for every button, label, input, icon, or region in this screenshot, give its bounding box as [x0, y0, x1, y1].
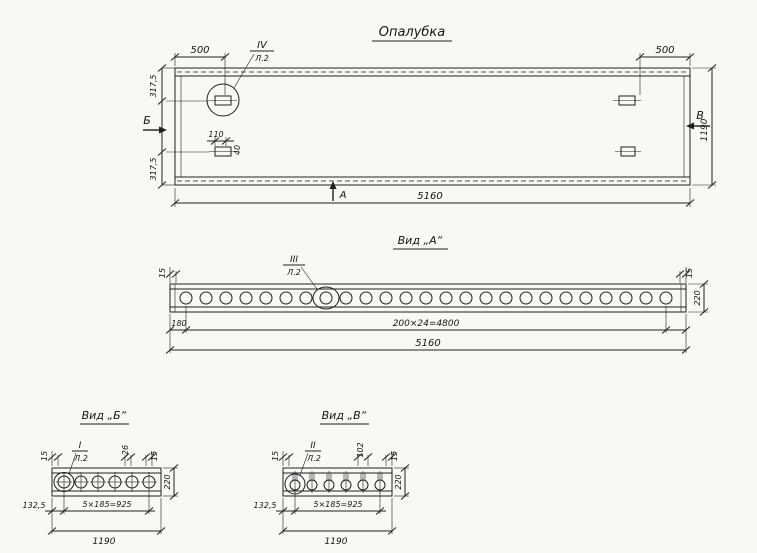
dim-500-right: 500	[635, 45, 695, 95]
detail-ii-label: II	[310, 441, 316, 451]
svg-text:5160: 5160	[417, 191, 442, 202]
dim-15-right-b: 15	[141, 451, 159, 466]
formwork-outline	[174, 67, 691, 186]
dim-15-right-v: 15	[381, 451, 399, 466]
detail-callout-iv: IV Л.2	[206, 40, 274, 117]
view-b-holes	[56, 472, 157, 492]
svg-text:500: 500	[190, 45, 209, 56]
dim-5160-a: 5160	[165, 333, 691, 354]
detail-iii-sheet: Л.2	[286, 268, 301, 277]
view-b-title: Вид „Б“	[82, 409, 127, 422]
dim-15-right-a: 15	[675, 267, 694, 283]
section-marker-v: В	[686, 109, 710, 130]
svg-text:220: 220	[163, 474, 172, 489]
dim-26-b: 26	[120, 445, 136, 466]
dim-row-spacing-v: 132,5 5×185=925	[254, 492, 386, 515]
view-v: Вид „В“ II Л.2	[254, 409, 410, 547]
dim-220-b: 220	[163, 464, 179, 500]
dim-102-v: 102	[353, 442, 373, 466]
dim-317-bottom: 317,5	[149, 158, 158, 181]
detail-ii-sheet: Л.2	[306, 454, 321, 463]
view-a-title: Вид „А“	[398, 234, 443, 247]
dim-40: 40	[233, 145, 242, 155]
dim-15-left-a: 15	[158, 267, 181, 283]
view-v-strip	[282, 467, 393, 497]
svg-text:15: 15	[685, 268, 694, 278]
formwork-title: Опалубка	[379, 25, 446, 40]
dim-1190-v: 1190	[278, 498, 397, 547]
dim-15-left-v: 15	[271, 451, 294, 466]
detail-i-label: I	[79, 441, 82, 451]
svg-text:1190: 1190	[93, 537, 116, 547]
svg-text:15: 15	[150, 451, 159, 461]
svg-text:15: 15	[40, 451, 49, 461]
dim-15-left-b: 15	[40, 451, 63, 466]
view-a-holes	[179, 291, 673, 305]
dim-5x185-v: 5×185=925	[313, 500, 362, 509]
svg-text:220: 220	[693, 290, 702, 305]
svg-text:Б: Б	[143, 114, 151, 127]
svg-text:15: 15	[271, 451, 280, 461]
dim-180: 180	[171, 319, 186, 328]
dim-row-spacing-a: 180 200×24=4800	[165, 306, 691, 334]
view-a-strip	[169, 283, 687, 313]
embed-plate-bottom-left	[209, 146, 237, 157]
svg-text:110: 110	[208, 130, 223, 139]
svg-text:1190: 1190	[700, 118, 710, 141]
dim-200x24: 200×24=4800	[393, 319, 460, 329]
embed-plate-bottom-right	[615, 146, 641, 157]
svg-text:15: 15	[158, 268, 167, 278]
detail-callout-i: I Л.2	[53, 441, 88, 492]
svg-text:26: 26	[121, 445, 130, 455]
dim-5160-plan: 5160	[170, 188, 695, 207]
dim-317-top: 317,5	[149, 75, 158, 98]
svg-text:5160: 5160	[415, 338, 440, 349]
detail-iv-label: IV	[257, 40, 268, 51]
formwork-plan-view: Опалубка	[143, 25, 717, 207]
dim-1190-b: 1190	[47, 498, 166, 547]
detail-iv-sheet: Л.2	[254, 54, 269, 63]
view-a: Вид „А“ III Л.2	[158, 234, 709, 354]
svg-text:220: 220	[394, 474, 403, 489]
svg-text:500: 500	[655, 45, 674, 56]
dim-5x185-b: 5×185=925	[82, 500, 131, 509]
detail-callout-iii: III Л.2	[283, 255, 340, 310]
detail-iii-label: III	[290, 255, 298, 265]
svg-text:1190: 1190	[325, 537, 348, 547]
view-v-title: Вид „В“	[322, 409, 367, 422]
dim-110: 110 40	[207, 130, 242, 155]
svg-text:102: 102	[356, 442, 365, 457]
detail-i-sheet: Л.2	[73, 454, 88, 463]
embed-plate-top-right	[613, 95, 641, 106]
svg-text:В: В	[696, 109, 704, 122]
section-marker-b: Б	[143, 114, 167, 134]
dim-132-b: 132,5	[23, 501, 46, 510]
dim-row-spacing-b: 132,5 5×185=925	[23, 492, 155, 515]
view-b-strip	[51, 467, 162, 497]
embed-plate-top-left	[209, 95, 237, 106]
view-direction-a: А	[329, 181, 347, 201]
dim-220-v: 220	[394, 464, 410, 500]
dim-left-stack: 317,5 317,5	[149, 64, 209, 189]
view-v-anchor-loops	[289, 471, 386, 493]
view-b: Вид „Б“ I Л.2 15	[23, 409, 179, 547]
dim-132-v: 132,5	[254, 501, 277, 510]
svg-text:А: А	[339, 190, 347, 201]
dim-500-left: 500	[170, 45, 230, 95]
dim-1190-plan: 1190	[692, 64, 717, 189]
dim-220-a: 220	[688, 280, 709, 316]
svg-text:15: 15	[390, 451, 399, 461]
